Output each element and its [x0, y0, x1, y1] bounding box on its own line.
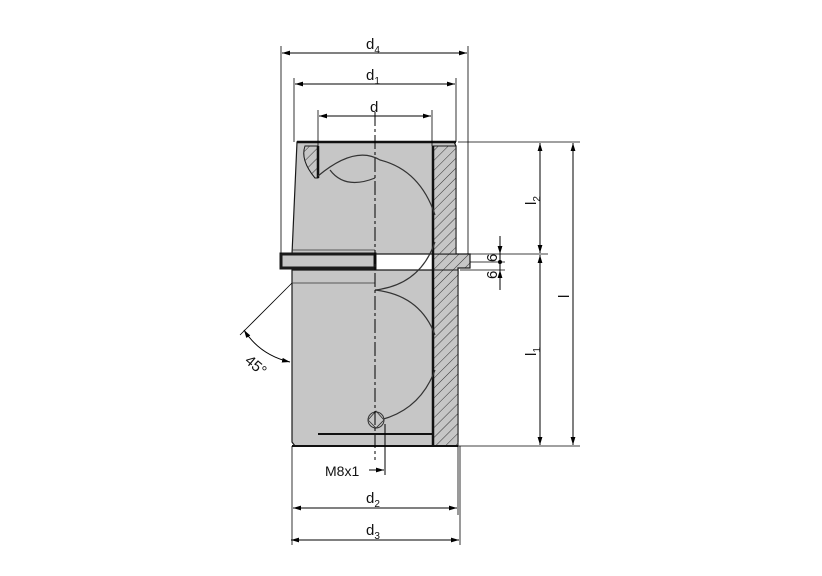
lubrication-groove [317, 154, 436, 421]
dim-l-label: l [556, 295, 573, 298]
dim-l2-label: l2 [523, 196, 543, 205]
dim-l1-label: l1 [523, 347, 543, 356]
dim-d-label: d [370, 99, 378, 116]
hatched-wall [432, 145, 457, 255]
extension-lines [280, 46, 580, 545]
flange [279, 252, 377, 270]
thread-label: M8x1 [325, 463, 359, 479]
dim-d3-label: d3 [366, 522, 380, 542]
angle-arc [243, 329, 291, 363]
dim-d4-label: d4 [366, 36, 380, 56]
thread-hole [367, 411, 385, 429]
bushing-body [279, 112, 471, 460]
dim-d1-label: d1 [366, 67, 380, 87]
dim-d2-label: d2 [366, 490, 380, 510]
dim-flange-lower-label: 6 [484, 271, 501, 279]
chamfer-angle-label: 45° [241, 352, 269, 380]
dim-flange-upper-label: 6 [484, 254, 501, 262]
